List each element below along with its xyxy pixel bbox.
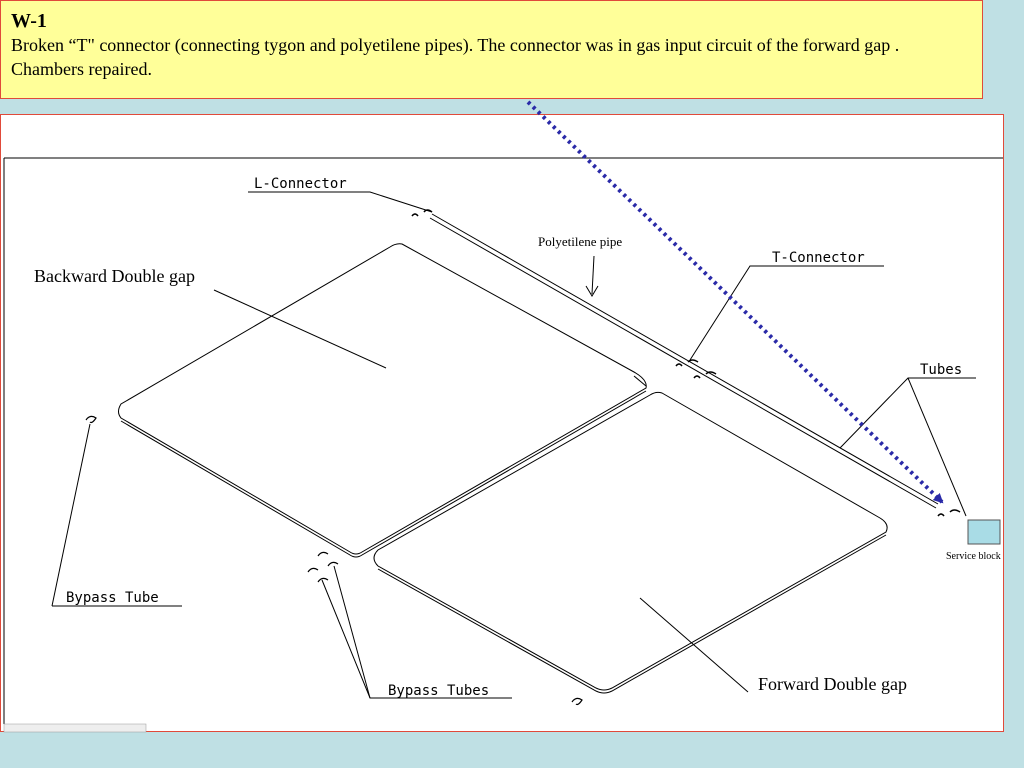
drawing-frame — [0, 114, 1004, 732]
label-bypass-tubes: Bypass Tubes — [388, 683, 489, 699]
highlight-arrow — [526, 100, 944, 504]
label-bypass-tube: Bypass Tube — [66, 590, 159, 606]
status-bar-stub — [3, 723, 147, 733]
label-tubes: Tubes — [920, 362, 962, 378]
caption-box: W-1 Broken “T" connector (connecting tyg… — [0, 0, 983, 99]
service-block — [967, 519, 1001, 545]
bypass-tube-fittings — [85, 415, 583, 706]
label-forward-double-gap: Forward Double gap — [758, 674, 907, 694]
label-backward-double-gap: Backward Double gap — [34, 266, 195, 286]
t-connector-fitting — [675, 359, 717, 379]
label-l-connector: L-Connector — [254, 176, 347, 192]
label-polyetilene-pipe: Polyetilene pipe — [538, 234, 622, 249]
label-t-connector: T-Connector — [772, 250, 865, 266]
slide-description: Broken “T" connector (connecting tygon a… — [11, 35, 900, 79]
backward-double-gap-outline — [118, 243, 647, 558]
forward-double-gap-outline — [373, 391, 888, 694]
slide-title: W-1 — [11, 10, 47, 32]
service-block-fittings — [937, 509, 961, 517]
polyetilene-pipe-line — [429, 213, 939, 509]
label-service-block: Service block — [946, 551, 1001, 562]
